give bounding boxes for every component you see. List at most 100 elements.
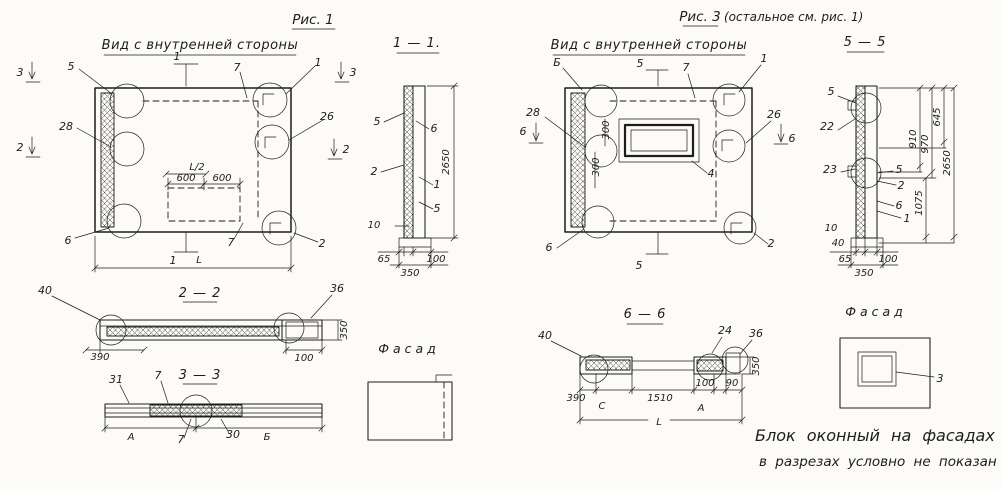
s66-callout-36: 36	[749, 327, 763, 340]
detail-callout-circle	[252, 82, 288, 118]
detail-callout-circle	[261, 210, 297, 246]
s33-callout-31: 31	[109, 373, 123, 386]
fig3-callout-7: 7	[683, 61, 690, 74]
fig3-dim-300-lower: 300	[591, 157, 602, 176]
s33-dim-b: Б	[264, 432, 271, 443]
s11-callout-5-left: 5	[374, 115, 381, 128]
fig3-view-label: Вид с внутренней стороны	[551, 38, 748, 53]
detail-callout-circle	[254, 124, 290, 160]
fig1-facade-label: Фасад	[378, 341, 440, 356]
section-6-6-header: 6 — 6	[624, 307, 667, 322]
fig3-callout-4: 4	[708, 167, 715, 180]
s22-callout-36: 36	[330, 282, 344, 295]
fig1-dim-600-right: 600	[212, 173, 231, 184]
detail-callout-circle	[106, 203, 142, 239]
fig1-dim-length: L	[196, 255, 202, 266]
fig1-callout-28: 28	[59, 120, 73, 133]
detail-callout-circle	[584, 134, 618, 168]
s55-dim-40: 40	[832, 238, 845, 249]
s55-callout-22: 22	[820, 120, 834, 133]
fig3-cut-5-bottom-label: 5	[636, 259, 643, 272]
section-2-2-bar	[99, 319, 323, 341]
fig3-header: Рис. 3 (остальное см. рис. 1) Вид с внут…	[551, 9, 863, 56]
s22-dim-100: 100	[294, 353, 313, 364]
s33-callout-7-bottom: 7	[178, 433, 185, 446]
detail-callout-circle	[712, 129, 746, 163]
s33-callout-30: 30	[226, 428, 240, 441]
footnote-line-2: в разрезах условно не показан	[759, 454, 997, 470]
fig1-callout-7-top: 7	[234, 61, 241, 74]
window-block-inner	[630, 129, 688, 152]
fig3-facade: Фасад 3	[839, 304, 944, 409]
footnote: Блок оконный на фасадах и в разрезах усл…	[755, 426, 1001, 470]
fig1-callout-6: 6	[65, 234, 72, 247]
fig3-insulation-strip	[570, 92, 586, 228]
s66-dim-90: 90	[726, 378, 739, 389]
s11-dim-2650: 2650	[441, 149, 452, 174]
fig3-cut-6-left-label: 6	[520, 125, 527, 138]
window-block-outer	[618, 118, 700, 163]
s33-dim-a: А	[127, 432, 135, 443]
s55-dim-970: 970	[920, 134, 931, 153]
s55-dim-10: 10	[825, 223, 838, 234]
window-block-frame	[623, 123, 695, 158]
s11-callout-5-right: 5	[434, 202, 441, 215]
detail-callout-circle	[95, 314, 127, 346]
fig1-callout-7-bottom: 7	[228, 236, 235, 249]
s66-dim-a: А	[697, 403, 705, 414]
section-3-3-bar	[104, 403, 323, 418]
s55-dim-350: 350	[854, 268, 873, 279]
s55-callout-6: 6	[896, 199, 903, 212]
fig1-dim-half-length: L/2	[189, 162, 204, 173]
fig1-section-1-1: 1 — 1. 5 6 2 1 5 2650 10 65 100 350	[368, 36, 459, 279]
s22-dim-390: 390	[90, 352, 109, 363]
fig3-section-5-5: 5 — 5 5 22 23 5 2 6 1 910 970 645 1075 2…	[820, 35, 958, 279]
s55-dim-2650: 2650	[942, 150, 953, 175]
detail-callout-circle	[109, 131, 145, 167]
s66-callout-24: 24	[718, 324, 732, 337]
fig3-callout-2: 2	[768, 237, 775, 250]
detail-callout-circle	[579, 354, 609, 384]
fig1-facade-block	[367, 381, 453, 441]
s55-callout-2: 2	[898, 179, 905, 192]
fig3-callout-6: 6	[546, 241, 553, 254]
fig1-section-3-3: 3 — 3 31 7 7 30 А Б	[101, 368, 326, 446]
fig3-plan: Б 7 1 28 26 4 6 2 5 5 6 6 300 300	[520, 52, 796, 272]
s33-callout-7-top: 7	[155, 369, 162, 382]
fig3-callout-b: Б	[553, 56, 561, 69]
section-5-5-header: 5 — 5	[844, 35, 887, 50]
fig3-callout-28: 28	[526, 106, 540, 119]
fig1-cut-3-left-label: 3	[17, 66, 24, 79]
s22-callout-40: 40	[38, 284, 52, 297]
fig1-section-2-2: 2 — 2 40 36 390 100 350	[38, 282, 350, 364]
s66-dim-350: 350	[751, 356, 762, 375]
s66-callout-40: 40	[538, 329, 552, 342]
fig1-callout-5: 5	[68, 60, 75, 73]
s66-dim-c: С	[599, 401, 606, 412]
s11-callout-6: 6	[431, 122, 438, 135]
s55-dim-910: 910	[908, 129, 919, 148]
detail-callout-circle	[723, 211, 757, 245]
s11-dim-350: 350	[400, 268, 419, 279]
s55-callout-5-right: 5	[896, 163, 903, 176]
fig3-facade-block	[839, 337, 931, 409]
section-6-6-left-block	[579, 356, 633, 375]
fig3-callout-26: 26	[767, 108, 781, 121]
detail-callout-circle	[721, 346, 749, 374]
s11-dim-65: 65	[378, 254, 391, 265]
fig3-title: Рис. 3	[679, 9, 721, 25]
fig3-facade-callout-3: 3	[937, 372, 944, 385]
fig1-facade: Фасад	[367, 341, 453, 441]
fig1-callout-26: 26	[320, 110, 334, 123]
s55-callout-23: 23	[823, 163, 837, 176]
s22-dim-350: 350	[339, 320, 350, 339]
fig3-panel-outline	[564, 87, 753, 233]
fig1-dim-600-left: 600	[176, 173, 195, 184]
fig1-cut-2-left-label: 2	[17, 141, 24, 154]
s11-dim-10: 10	[368, 220, 381, 231]
fig1-cut-3-right-label: 3	[350, 66, 357, 79]
fig3-facade-window-inner	[861, 355, 893, 383]
footnote-line-1: Блок оконный на фасадах и	[755, 426, 1001, 445]
detail-callout-circle	[581, 205, 615, 239]
